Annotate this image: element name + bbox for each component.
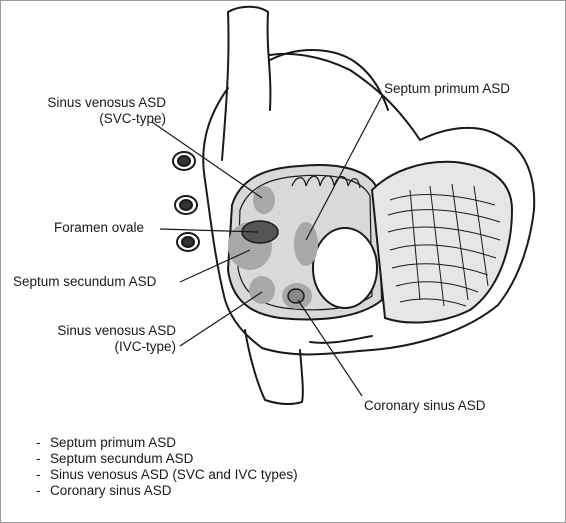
- label-sinus-venosus-ivc-line2: (IVC-type): [114, 339, 176, 354]
- label-sinus-venosus-svc-line2: (SVC-type): [99, 111, 166, 126]
- sinus-venosus-ivc-defect: [249, 276, 275, 304]
- leader-septum-secundum: [179, 249, 251, 283]
- leader-sinus-venosus-ivc: [179, 291, 263, 347]
- label-septum-secundum: Septum secundum ASD: [13, 274, 157, 289]
- heart-outline: [202, 52, 536, 356]
- coronary-sinus-ostium: [287, 288, 305, 304]
- septum-primum-defect: [294, 222, 318, 266]
- legend-item: Septum secundum ASD: [36, 451, 298, 467]
- label-foramen-ovale: Foramen ovale: [54, 220, 145, 235]
- label-sinus-venosus-ivc-line1: Sinus venosus ASD: [57, 323, 176, 338]
- label-sinus-venosus-ivc: Sinus venosus ASD (IVC-type): [20, 323, 176, 355]
- defect-legend: Septum primum ASD Septum secundum ASD Si…: [36, 435, 298, 499]
- superior-vena-cava: [221, 5, 272, 161]
- inferior-vena-cava: [244, 329, 304, 406]
- leader-coronary-sinus: [297, 299, 363, 397]
- legend-item: Septum primum ASD: [36, 435, 298, 451]
- label-septum-primum: Septum primum ASD: [384, 81, 511, 96]
- legend-item: Coronary sinus ASD: [36, 483, 298, 499]
- label-sinus-venosus-svc: Sinus venosus ASD (SVC-type): [16, 95, 166, 127]
- leader-septum-primum: [305, 95, 383, 241]
- tricuspid-valve: [312, 227, 378, 309]
- aorta-outline: [269, 49, 389, 111]
- label-coronary-sinus: Coronary sinus ASD: [364, 398, 486, 413]
- leader-foramen-ovale: [159, 228, 259, 233]
- right-ventricle: [370, 160, 514, 324]
- coronary-sinus-vessel: [309, 335, 373, 344]
- label-sinus-venosus-svc-line1: Sinus venosus ASD: [47, 95, 166, 110]
- legend-item: Sinus venosus ASD (SVC and IVC types): [36, 467, 298, 483]
- leader-sinus-venosus-svc: [151, 121, 263, 199]
- sinus-venosus-svc-defect: [253, 186, 275, 214]
